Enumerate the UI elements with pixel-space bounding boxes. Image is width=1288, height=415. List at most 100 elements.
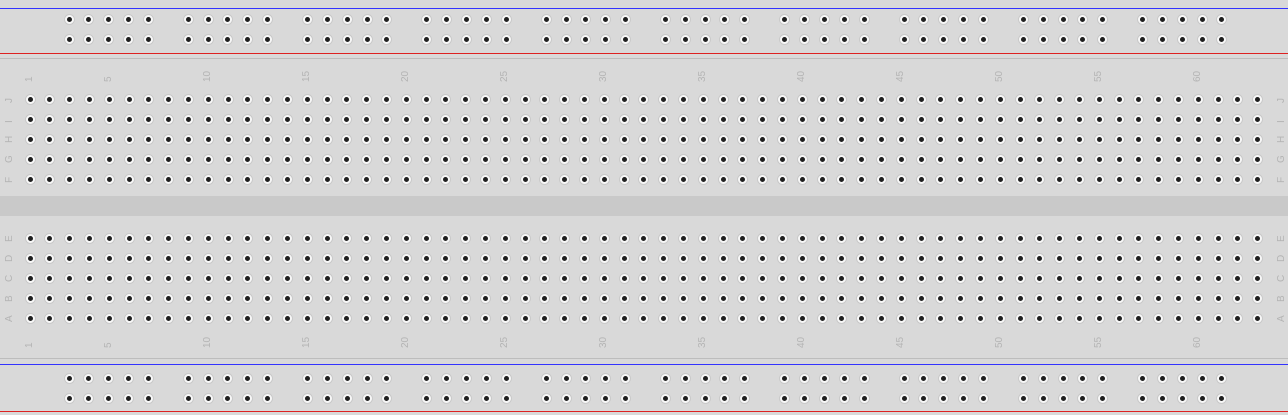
power-rail-hole[interactable]	[183, 14, 193, 24]
breadboard-hole[interactable]	[599, 293, 609, 303]
breadboard-hole[interactable]	[678, 273, 688, 283]
breadboard-hole[interactable]	[65, 293, 75, 303]
breadboard-hole[interactable]	[1074, 134, 1084, 144]
power-rail-hole[interactable]	[601, 373, 611, 383]
breadboard-hole[interactable]	[362, 273, 372, 283]
breadboard-hole[interactable]	[936, 253, 946, 263]
breadboard-hole[interactable]	[322, 134, 332, 144]
breadboard-hole[interactable]	[659, 154, 669, 164]
power-rail-hole[interactable]	[1098, 34, 1108, 44]
breadboard-hole[interactable]	[500, 134, 510, 144]
breadboard-hole[interactable]	[144, 313, 154, 323]
breadboard-hole[interactable]	[124, 273, 134, 283]
power-rail-hole[interactable]	[581, 14, 591, 24]
breadboard-hole[interactable]	[362, 174, 372, 184]
breadboard-hole[interactable]	[520, 94, 530, 104]
breadboard-hole[interactable]	[1193, 313, 1203, 323]
power-rail-hole[interactable]	[601, 393, 611, 403]
breadboard-hole[interactable]	[579, 114, 589, 124]
breadboard-hole[interactable]	[718, 293, 728, 303]
breadboard-hole[interactable]	[520, 134, 530, 144]
power-rail-hole[interactable]	[561, 373, 571, 383]
breadboard-hole[interactable]	[480, 293, 490, 303]
power-rail-hole[interactable]	[362, 34, 372, 44]
power-rail-hole[interactable]	[1138, 393, 1148, 403]
breadboard-hole[interactable]	[1114, 154, 1124, 164]
breadboard-hole[interactable]	[25, 253, 35, 263]
breadboard-hole[interactable]	[243, 174, 253, 184]
breadboard-hole[interactable]	[104, 273, 114, 283]
breadboard-hole[interactable]	[857, 233, 867, 243]
breadboard-hole[interactable]	[183, 293, 193, 303]
power-rail-hole[interactable]	[322, 373, 332, 383]
breadboard-hole[interactable]	[797, 174, 807, 184]
breadboard-hole[interactable]	[302, 313, 312, 323]
breadboard-hole[interactable]	[837, 253, 847, 263]
breadboard-hole[interactable]	[896, 174, 906, 184]
breadboard-hole[interactable]	[164, 233, 174, 243]
power-rail-hole[interactable]	[382, 14, 392, 24]
breadboard-hole[interactable]	[857, 293, 867, 303]
breadboard-hole[interactable]	[1035, 313, 1045, 323]
breadboard-hole[interactable]	[65, 253, 75, 263]
breadboard-hole[interactable]	[817, 273, 827, 283]
breadboard-hole[interactable]	[183, 114, 193, 124]
breadboard-hole[interactable]	[936, 293, 946, 303]
power-rail-hole[interactable]	[899, 14, 909, 24]
power-rail-hole[interactable]	[422, 14, 432, 24]
power-rail-hole[interactable]	[462, 373, 471, 383]
breadboard-hole[interactable]	[401, 253, 411, 263]
breadboard-hole[interactable]	[1253, 313, 1263, 323]
breadboard-hole[interactable]	[896, 114, 906, 124]
breadboard-hole[interactable]	[560, 154, 570, 164]
power-rail-hole[interactable]	[978, 393, 988, 403]
breadboard-hole[interactable]	[1154, 114, 1164, 124]
power-rail-hole[interactable]	[661, 373, 670, 383]
breadboard-hole[interactable]	[302, 233, 312, 243]
breadboard-hole[interactable]	[758, 233, 768, 243]
breadboard-hole[interactable]	[698, 174, 708, 184]
breadboard-hole[interactable]	[322, 313, 332, 323]
power-rail-hole[interactable]	[501, 393, 511, 403]
power-rail-hole[interactable]	[342, 393, 352, 403]
power-rail-hole[interactable]	[481, 14, 491, 24]
breadboard-hole[interactable]	[995, 94, 1005, 104]
power-rail-hole[interactable]	[303, 34, 313, 44]
power-rail-hole[interactable]	[104, 393, 114, 403]
breadboard-hole[interactable]	[480, 174, 490, 184]
power-rail-hole[interactable]	[839, 14, 849, 24]
breadboard-hole[interactable]	[817, 293, 827, 303]
breadboard-hole[interactable]	[718, 313, 728, 323]
breadboard-hole[interactable]	[302, 273, 312, 283]
breadboard-hole[interactable]	[520, 154, 530, 164]
breadboard-hole[interactable]	[758, 273, 768, 283]
breadboard-hole[interactable]	[441, 273, 451, 283]
breadboard-hole[interactable]	[1055, 174, 1065, 184]
breadboard-hole[interactable]	[975, 253, 985, 263]
breadboard-hole[interactable]	[401, 134, 411, 144]
breadboard-hole[interactable]	[500, 174, 510, 184]
breadboard-hole[interactable]	[797, 273, 807, 283]
breadboard-hole[interactable]	[698, 273, 708, 283]
breadboard-hole[interactable]	[1233, 114, 1243, 124]
breadboard-hole[interactable]	[1154, 94, 1164, 104]
breadboard-hole[interactable]	[1015, 174, 1025, 184]
power-rail-hole[interactable]	[123, 393, 133, 403]
breadboard-hole[interactable]	[362, 253, 372, 263]
breadboard-hole[interactable]	[45, 313, 55, 323]
power-rail-hole[interactable]	[1058, 14, 1068, 24]
breadboard-hole[interactable]	[124, 134, 134, 144]
power-rail-hole[interactable]	[322, 393, 332, 403]
breadboard-hole[interactable]	[560, 293, 570, 303]
breadboard-hole[interactable]	[65, 114, 75, 124]
breadboard-hole[interactable]	[223, 114, 233, 124]
breadboard-hole[interactable]	[698, 233, 708, 243]
power-rail-hole[interactable]	[959, 34, 968, 44]
breadboard-hole[interactable]	[1173, 233, 1183, 243]
breadboard-hole[interactable]	[144, 114, 154, 124]
breadboard-hole[interactable]	[1074, 174, 1084, 184]
breadboard-hole[interactable]	[599, 94, 609, 104]
breadboard-hole[interactable]	[738, 253, 748, 263]
breadboard-hole[interactable]	[540, 154, 550, 164]
breadboard-hole[interactable]	[540, 114, 550, 124]
